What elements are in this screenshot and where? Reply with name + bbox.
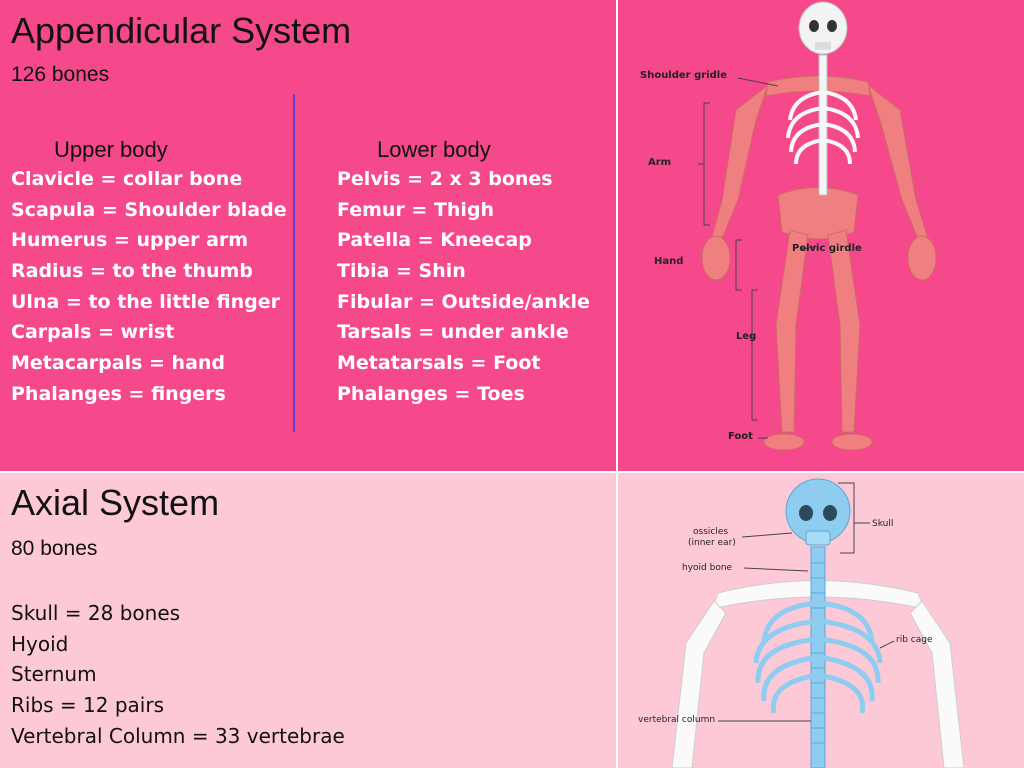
label-ossicles: ossicles: [693, 527, 729, 537]
list-item: Ribs = 12 pairs: [11, 693, 164, 718]
label-leg: Leg: [736, 331, 757, 342]
lower-body-heading: Lower body: [377, 137, 491, 162]
label-pelvic-girdle: Pelvic girdle: [792, 243, 862, 254]
label-rib-cage: rib cage: [896, 635, 933, 645]
label-hyoid-bone: hyoid bone: [682, 563, 733, 573]
list-item: Phalanges = Toes: [337, 382, 525, 405]
list-item: Tarsals = under ankle: [337, 321, 569, 344]
label-vertebral-column: vertebral column: [638, 715, 716, 725]
list-item: Pelvis = 2 x 3 bones: [337, 168, 553, 190]
label-foot: Foot: [728, 431, 753, 442]
axial-text-cell: [0, 473, 616, 768]
appendicular-skeleton-illustration: [698, 1, 937, 451]
axial-skeleton-illustration: [671, 478, 965, 768]
appendicular-skeleton-figure: Shoulder gridle Arm Hand Pelvic girdle L…: [618, 0, 1024, 471]
horizontal-grid-line: [0, 471, 1024, 473]
axial-list: Skull = 28 bones Hyoid Sternum Ribs = 12…: [11, 598, 345, 751]
label-skull: Skull: [872, 519, 894, 529]
label-inner-ear: (inner ear): [688, 538, 736, 548]
label-arm: Arm: [648, 157, 672, 168]
upper-body-heading: Upper body: [54, 137, 168, 162]
list-item: Vertebral Column = 33 vertebrae: [11, 723, 345, 748]
axial-title: Axial System: [11, 482, 220, 523]
list-item: Hyoid: [11, 631, 69, 656]
appendicular-text-cell: [0, 0, 616, 471]
appendicular-count: 126 bones: [11, 63, 110, 86]
axial-skeleton-figure: ossicles (inner ear) Skull hyoid bone ri…: [618, 473, 1024, 768]
label-shoulder-girdle: Shoulder gridle: [640, 70, 727, 81]
list-item: Fibular = Outside/ankle: [337, 290, 590, 313]
list-item: Carpals = wrist: [11, 321, 175, 344]
appendicular-title: Appendicular System: [11, 10, 352, 51]
lower-body-list: Pelvis = 2 x 3 bones Femur = Thigh Patel…: [337, 164, 590, 410]
list-item: Clavicle = collar bone: [11, 168, 243, 190]
upper-body-list: Clavicle = collar bone Scapula = Shoulde…: [11, 164, 287, 410]
list-item: Tibia = Shin: [337, 260, 466, 283]
vertical-grid-line: [616, 0, 618, 768]
list-item: Ulna = to the little finger: [11, 290, 280, 313]
list-item: Humerus = upper arm: [11, 229, 249, 252]
list-item: Skull = 28 bones: [11, 601, 181, 625]
list-item: Metatarsals = Foot: [337, 352, 541, 375]
axial-count: 80 bones: [11, 537, 98, 560]
list-item: Sternum: [11, 662, 97, 687]
label-hand: Hand: [654, 256, 684, 267]
list-item: Radius = to the thumb: [11, 260, 253, 283]
list-item: Patella = Kneecap: [337, 229, 532, 252]
list-item: Metacarpals = hand: [11, 352, 226, 375]
list-item: Femur = Thigh: [337, 198, 495, 221]
column-divider: [293, 94, 295, 432]
list-item: Scapula = Shoulder blade: [11, 198, 287, 221]
list-item: Phalanges = fingers: [11, 382, 226, 405]
